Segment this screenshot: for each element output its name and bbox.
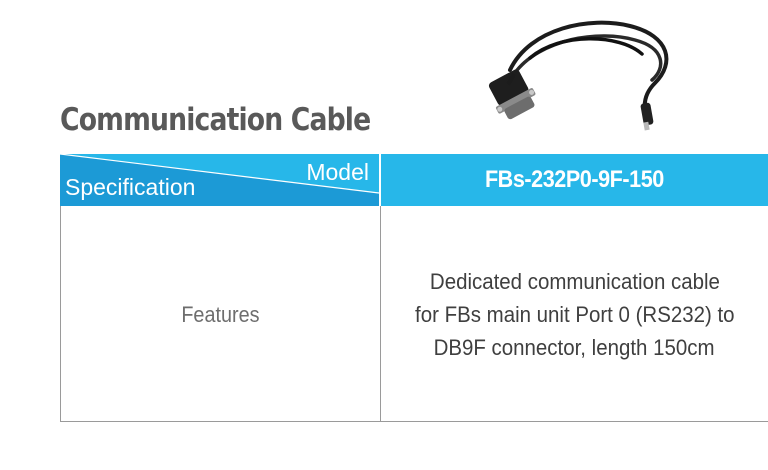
corner-header-graphic xyxy=(60,154,379,206)
page-title: Communication Cable xyxy=(60,102,371,138)
column-divider xyxy=(380,206,381,422)
table-row-value-cell: Dedicated communication cable for FBs ma… xyxy=(381,206,768,422)
model-number: FBs-232P0-9F-150 xyxy=(485,166,664,193)
row-header-specification: Specification xyxy=(65,174,196,200)
features-text-line: DB9F connector, length 150cm xyxy=(434,335,715,360)
model-header-cell: FBs-232P0-9F-150 xyxy=(381,154,768,206)
row-label-features: Features xyxy=(181,301,260,327)
table-row-label-cell: Features xyxy=(60,206,380,422)
features-text-line: Dedicated communication cable xyxy=(429,269,720,294)
features-text-line: for FBs main unit Port 0 (RS232) to xyxy=(414,302,735,327)
cable-product-image xyxy=(488,20,669,131)
table-corner-header: Model Specification xyxy=(60,154,379,206)
column-header-model: Model xyxy=(306,159,369,185)
